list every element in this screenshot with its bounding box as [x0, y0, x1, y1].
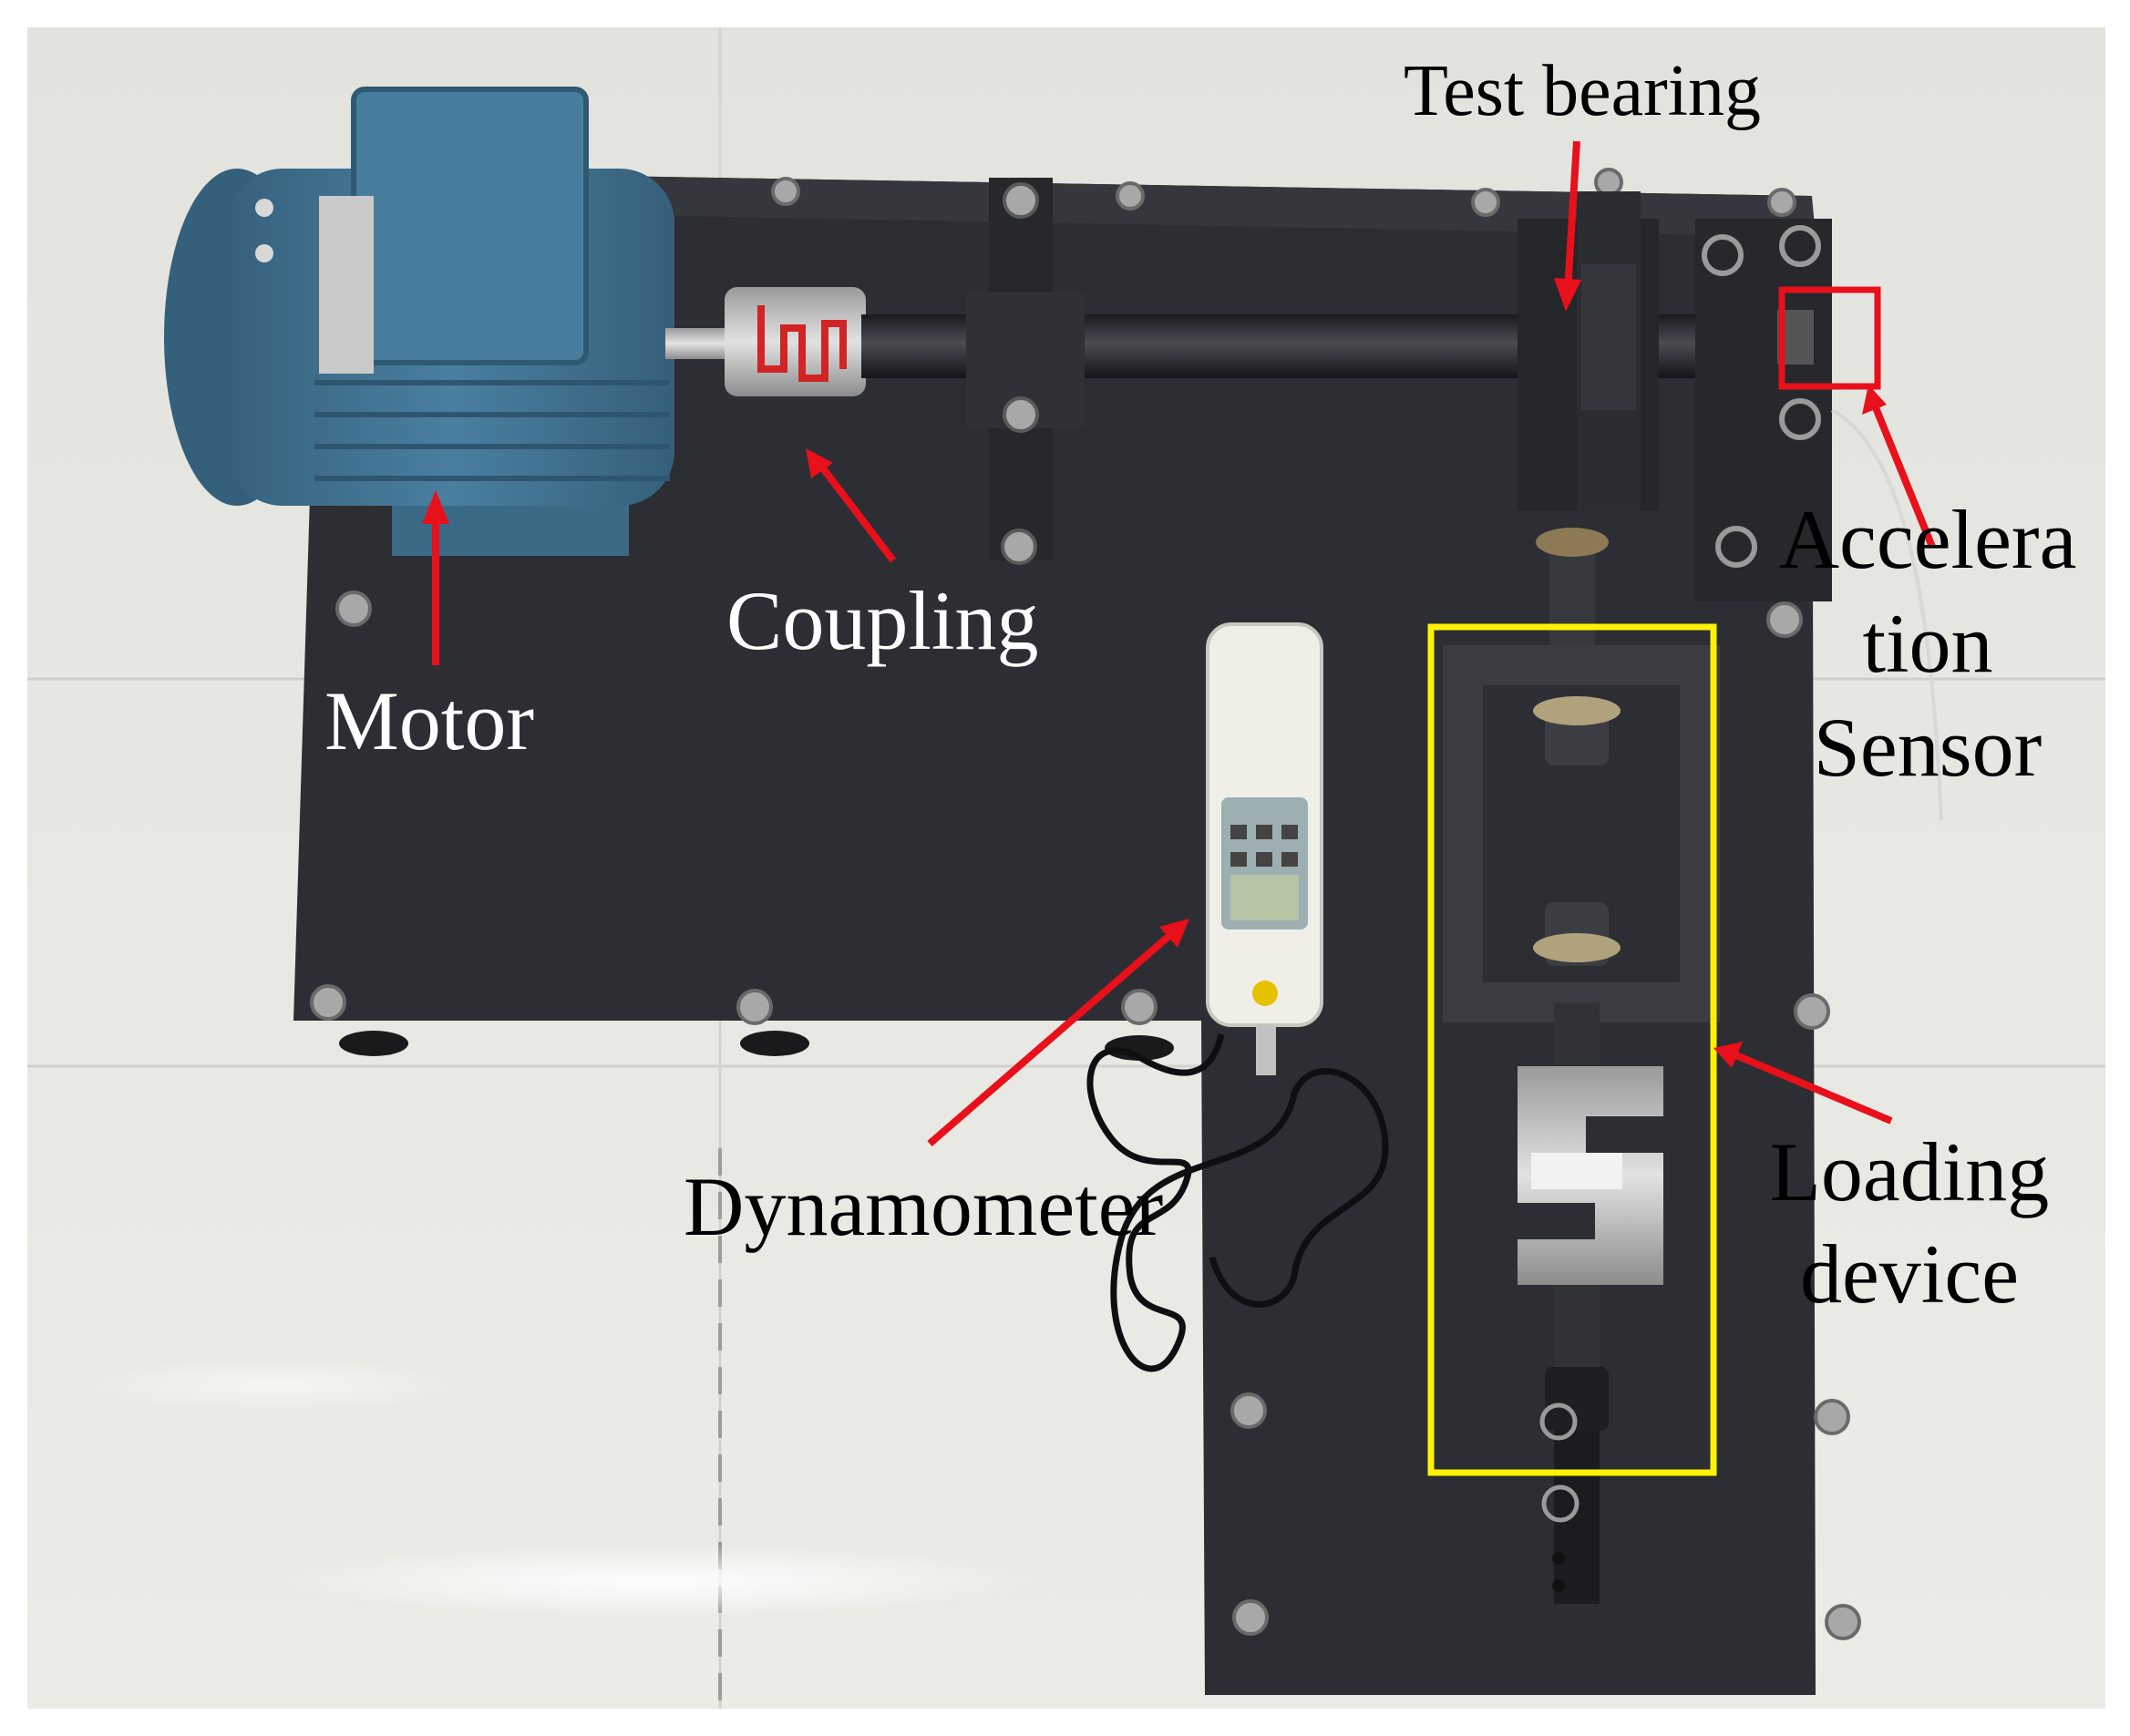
arrow-acceleration-sensor — [1869, 399, 1936, 549]
label-loading-device-line-2: device — [1799, 1228, 2020, 1320]
baseplate — [293, 171, 1816, 1695]
support-bearing-block — [966, 178, 1085, 565]
label-loading-device-line-1: Loading — [1769, 1125, 2050, 1218]
arrow-coupling — [817, 462, 897, 563]
dynamometer-device — [1086, 622, 1389, 1372]
sensor-highlight-box — [1778, 286, 1881, 390]
arrow-loading-device — [1734, 1052, 1893, 1125]
motor — [164, 87, 738, 556]
loading-device — [1443, 528, 1720, 1604]
label-acceleration-sensor-line-1: Accelera — [1778, 493, 2077, 586]
label-loading-device: Loading device — [1754, 1121, 2064, 1325]
label-acceleration-sensor: Accelera tion Sensor — [1773, 488, 2083, 799]
label-dynamometer: Dynamometer — [684, 1160, 1164, 1253]
coupling — [725, 287, 866, 396]
loading-device-highlight-box — [1427, 623, 1717, 1476]
label-acceleration-sensor-line-3: Sensor — [1813, 701, 2043, 794]
label-acceleration-sensor-line-2: tion — [1862, 597, 1993, 690]
rubber-feet — [339, 1031, 1174, 1061]
baseplate-bolts — [310, 168, 1861, 1640]
arrow-dynamometer — [927, 930, 1174, 1147]
label-motor: Motor — [324, 674, 534, 767]
label-coupling: Coupling — [726, 574, 1039, 667]
test-bearing-block — [1518, 191, 1659, 510]
label-test-bearing: Test bearing — [1404, 51, 1762, 131]
arrow-test-bearing — [1564, 140, 1580, 293]
annotation-arrows — [422, 140, 1936, 1147]
